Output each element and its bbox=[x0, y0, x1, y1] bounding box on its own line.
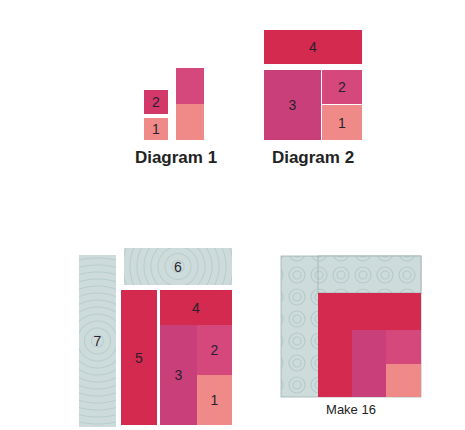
patch-number: 2 bbox=[211, 343, 219, 357]
patch-number: 3 bbox=[175, 368, 183, 382]
quilt-patch: 2 bbox=[144, 90, 168, 114]
quilt-patch: 3 bbox=[264, 70, 321, 140]
patch-number: 6 bbox=[174, 260, 182, 274]
patch-number: 1 bbox=[211, 393, 219, 407]
quilt-patch: 1 bbox=[322, 105, 362, 140]
patch-number: 7 bbox=[94, 334, 102, 348]
patch-number: 3 bbox=[289, 98, 297, 112]
diagram-caption: Diagram 1 bbox=[135, 148, 217, 168]
patch-number: 2 bbox=[338, 80, 346, 94]
quilt-patch: 1 bbox=[197, 375, 232, 425]
patch-number: 4 bbox=[309, 40, 317, 54]
patch-number: 1 bbox=[152, 122, 160, 136]
quilt-patch: 4 bbox=[264, 30, 362, 64]
quilt-patch: 2 bbox=[197, 325, 232, 375]
quilt-patch: 7 bbox=[79, 255, 116, 427]
patch-number: 2 bbox=[152, 95, 160, 109]
diagram-caption: Diagram 2 bbox=[272, 148, 354, 168]
quilt-patch: 3 bbox=[160, 325, 197, 425]
diagram-caption: Make 16 bbox=[326, 402, 376, 417]
sewn-pair bbox=[176, 68, 204, 140]
quilt-patch: 4 bbox=[160, 290, 232, 325]
quilt-patch: 5 bbox=[121, 290, 157, 425]
quilt-patch: 2 bbox=[322, 70, 362, 104]
patch-number: 5 bbox=[135, 351, 143, 365]
finished-block bbox=[281, 256, 421, 397]
patch-number: 1 bbox=[338, 116, 346, 130]
quilt-patch: 6 bbox=[124, 248, 232, 285]
patch-number: 4 bbox=[192, 301, 200, 315]
quilt-patch: 1 bbox=[144, 118, 168, 140]
